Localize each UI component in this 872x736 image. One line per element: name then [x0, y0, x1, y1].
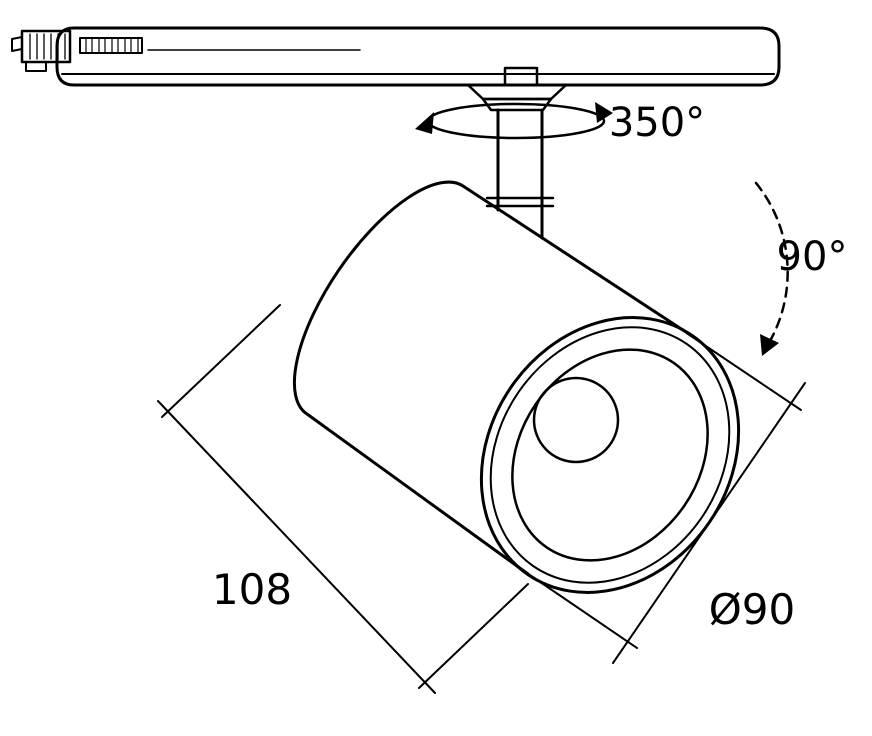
- angle-labels: 350° 90°: [609, 100, 848, 280]
- lamp-body: [292, 180, 741, 594]
- reflector-opening: [532, 376, 620, 464]
- track-rail: [55, 26, 781, 87]
- track-connector: [11, 29, 143, 72]
- mounting-stem: [466, 66, 568, 240]
- dimension-diameter: Ø90: [523, 333, 806, 664]
- connector-hatching: [29, 33, 66, 60]
- tilt-indicator: [754, 181, 789, 356]
- rotation-arrowhead-right: [595, 102, 613, 123]
- length-label: 108: [212, 565, 292, 614]
- diameter-label: Ø90: [709, 585, 796, 634]
- rotation-indicator: [415, 102, 613, 140]
- rotation-label: 350°: [609, 100, 705, 146]
- tilt-arrowhead: [760, 334, 779, 356]
- dimension-length: 108: [157, 304, 529, 694]
- adapter-ribs: [85, 37, 139, 54]
- rotation-arrowhead-left: [415, 112, 434, 134]
- tilt-label: 90°: [777, 234, 848, 280]
